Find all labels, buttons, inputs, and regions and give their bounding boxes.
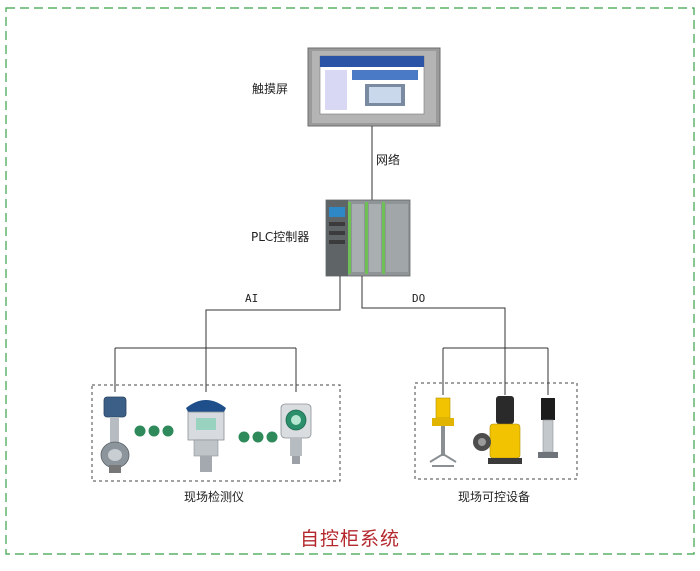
level-meter-instrument: [186, 400, 226, 472]
touchscreen-device: [307, 47, 441, 127]
field-devices-label: 现场可控设备: [458, 490, 531, 504]
field-instruments-label: 现场检测仪: [184, 490, 245, 504]
field-devices-group-border: [414, 382, 578, 480]
agitator-device: [429, 397, 457, 467]
ellipsis-dots-left: [134, 425, 174, 437]
field-instruments-group-border: [91, 384, 341, 482]
do-bus-lines: [361, 276, 549, 395]
touchscreen-label: 触摸屏: [252, 82, 289, 96]
ai-bus-lines: [114, 276, 341, 392]
transmitter-instrument: [280, 403, 312, 464]
metering-pump-device: [473, 396, 522, 464]
outer-system-border: [5, 7, 695, 555]
network-label: 网络: [376, 153, 401, 167]
system-title: 自控柜系统: [299, 528, 400, 550]
flowmeter-instrument: [100, 396, 130, 473]
ai-label: AI: [245, 292, 259, 305]
plc-label: PLC控制器: [251, 230, 310, 244]
plc-device: [325, 199, 411, 277]
do-label: DO: [412, 292, 426, 305]
ellipsis-dots-right: [238, 431, 278, 443]
vertical-pump-device: [538, 398, 558, 458]
